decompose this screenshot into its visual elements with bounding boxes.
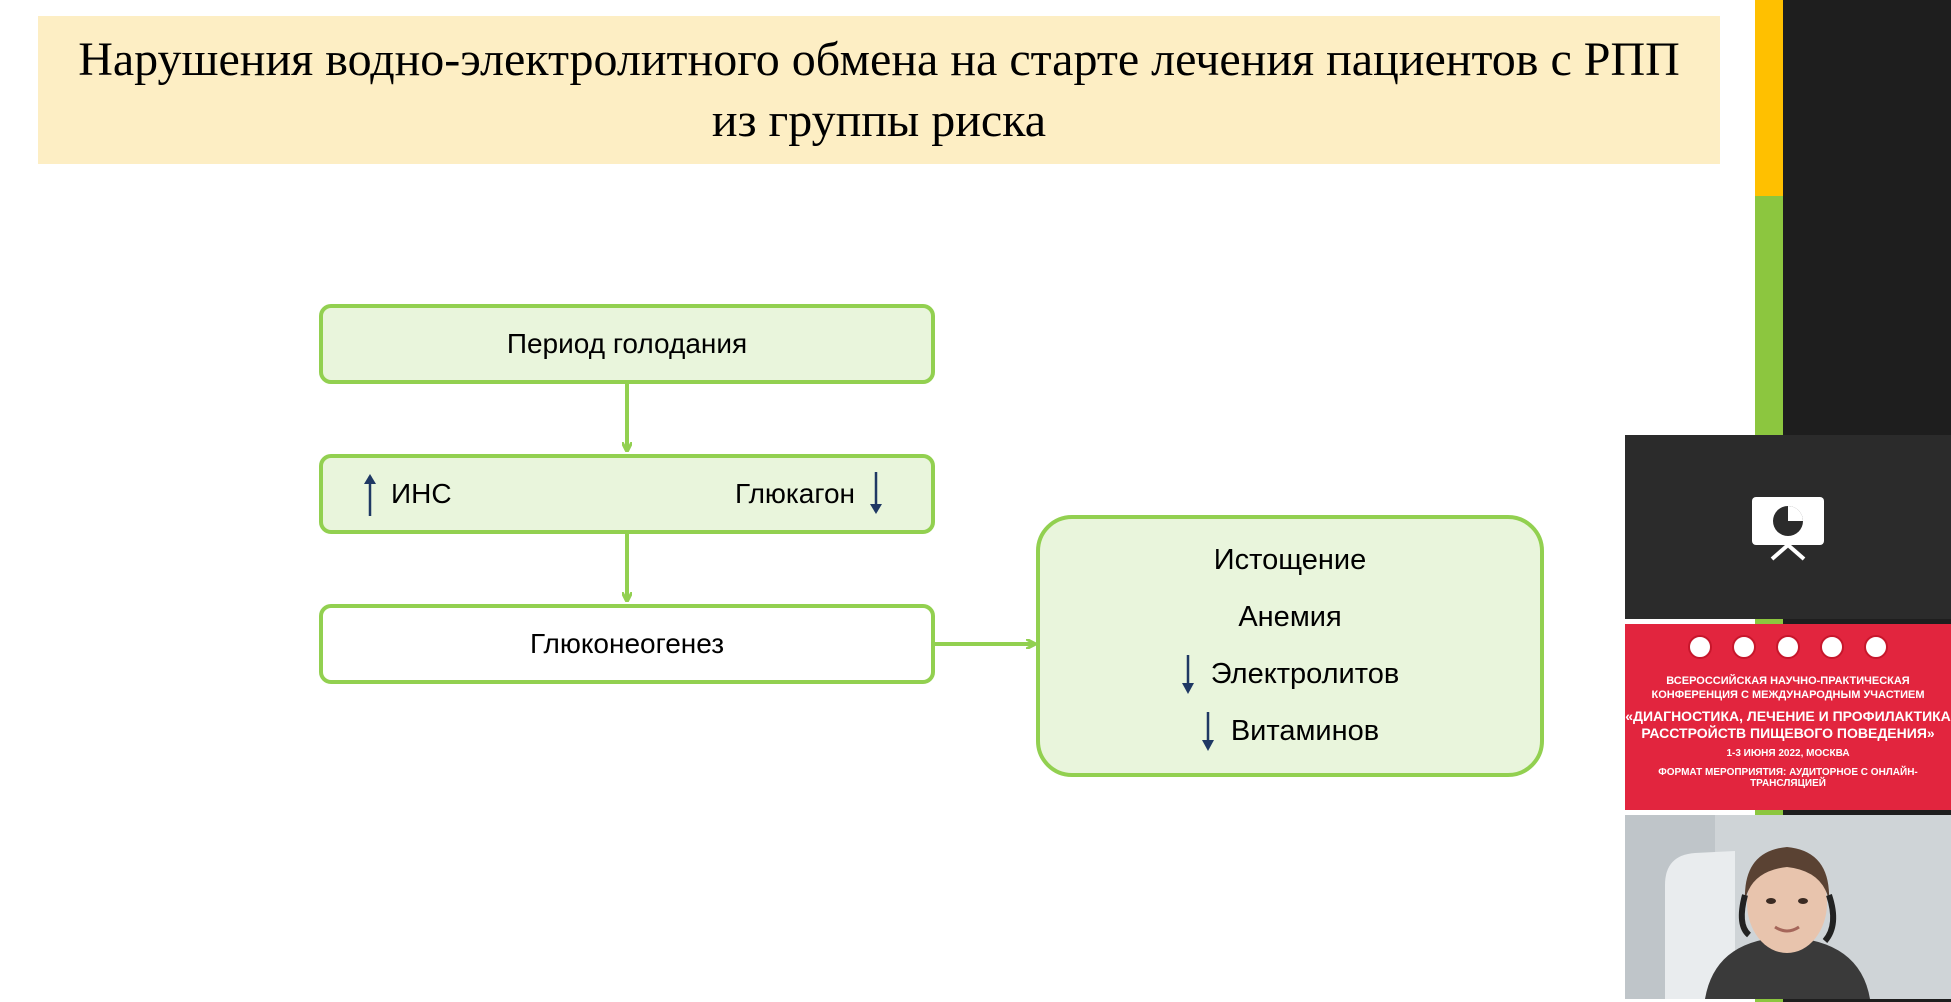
presentation-screen-icon [1752, 497, 1824, 561]
outcomes-box: Истощение Анемия Электролитов Витаминов [1036, 515, 1544, 777]
slide-accent-yellow [1755, 0, 1783, 196]
partner-logo-icon [1820, 635, 1844, 659]
outcome-electrolytes-label: Электролитов [1210, 658, 1400, 690]
fasting-period-box: Период голодания [319, 304, 935, 384]
outcome-anemia-label: Анемия [1238, 601, 1342, 633]
partner-logo-icon [1776, 635, 1800, 659]
banner-format: ФОРМАТ МЕРОПРИЯТИЯ: АУДИТОРНОЕ С ОНЛАЙН-… [1658, 767, 1918, 789]
down-arrow-icon [870, 472, 882, 514]
gluconeogenesis-label: Глюконеогенез [529, 628, 725, 659]
gluconeogenesis-box: Глюконеогенез [319, 604, 935, 684]
hormones-box: ИНС Глюкагон [319, 454, 935, 534]
conference-banner-tile[interactable]: ВСЕРОССИЙСКАЯ НАУЧНО-ПРАКТИЧЕСКАЯ КОНФЕР… [1625, 624, 1951, 810]
speaker-video-tile[interactable] [1625, 815, 1951, 999]
presentation-slide: Нарушения водно-электролитного обмена на… [0, 16, 1755, 1002]
up-arrow-icon [364, 474, 376, 516]
glucagon-item: Глюкагон [735, 472, 883, 516]
outcome-vitamins-label: Витаминов [1230, 715, 1380, 747]
insulin-item: ИНС [363, 472, 452, 516]
banner-title-2: РАССТРОЙСТВ ПИЩЕВОГО ПОВЕДЕНИЯ» [1641, 725, 1935, 741]
speaker-video-image [1625, 815, 1951, 999]
outcome-anemia: Анемия [1238, 589, 1341, 646]
banner-title-1: «ДИАГНОСТИКА, ЛЕЧЕНИЕ И ПРОФИЛАКТИКА [1625, 708, 1951, 724]
down-arrow-icon [1201, 711, 1214, 751]
outcome-exhaustion: Истощение [1214, 532, 1366, 589]
partner-logo-icon [1688, 635, 1712, 659]
fasting-period-label: Период голодания [506, 328, 748, 359]
banner-line-1: ВСЕРОССИЙСКАЯ НАУЧНО-ПРАКТИЧЕСКАЯ [1666, 675, 1910, 687]
outcome-exhaustion-label: Истощение [1213, 544, 1367, 576]
partner-logo-icon [1732, 635, 1756, 659]
outcome-electrolytes: Электролитов [1181, 646, 1399, 703]
glucagon-label: Глюкагон [735, 478, 855, 509]
banner-line-2: КОНФЕРЕНЦИЯ С МЕЖДУНАРОДНЫМ УЧАСТИЕМ [1651, 689, 1925, 701]
insulin-label: ИНС [391, 478, 452, 509]
banner-date: 1-3 ИЮНЯ 2022, МОСКВА [1726, 748, 1850, 759]
partner-logo-icon [1864, 635, 1888, 659]
flow-connectors [0, 384, 1755, 1002]
outcome-vitamins: Витаминов [1201, 703, 1379, 760]
down-arrow-icon [1181, 654, 1194, 694]
screen-share-tile[interactable] [1625, 435, 1951, 619]
slide-title: Нарушения водно-электролитного обмена на… [78, 33, 1680, 147]
slide-title-band: Нарушения водно-электролитного обмена на… [38, 16, 1720, 164]
partner-logos [1688, 630, 1888, 664]
